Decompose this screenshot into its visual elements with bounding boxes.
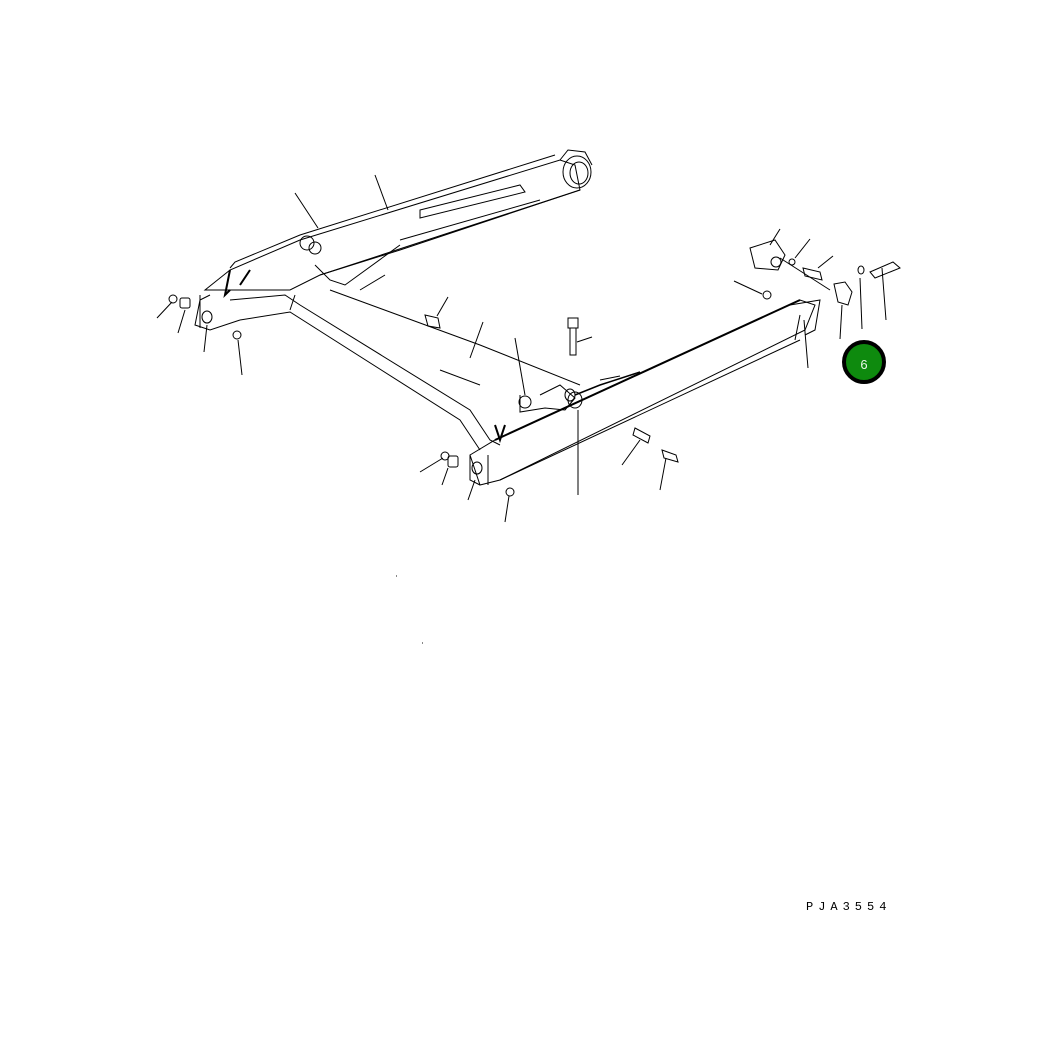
upper-frame-arm	[203, 154, 581, 299]
drawing-code: PJA3554	[806, 900, 892, 914]
stray-marks	[396, 575, 423, 644]
center-bracket	[518, 317, 583, 413]
callout-badge-6[interactable]: 6	[842, 340, 886, 384]
lower-frame-arm	[469, 299, 821, 486]
leader-lines	[156, 174, 887, 523]
flange-end	[559, 149, 593, 189]
callout-label: 6	[860, 356, 868, 372]
cross-member	[194, 289, 581, 451]
loose-parts	[168, 239, 901, 497]
